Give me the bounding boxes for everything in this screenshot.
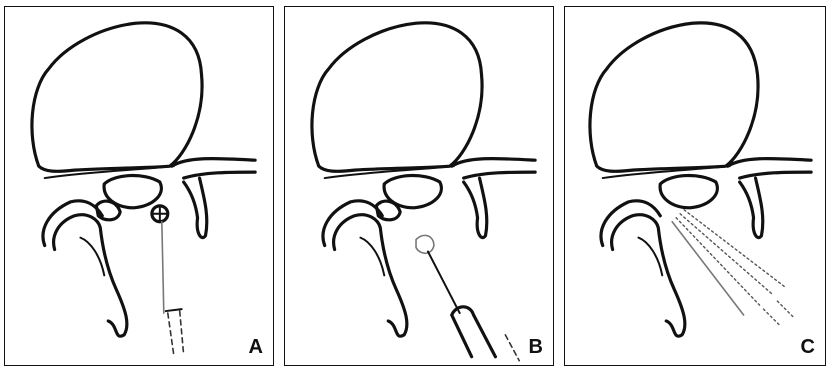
skull-vault [32,23,202,171]
instrument-tail-b [505,335,519,361]
instrument-shaft [428,252,460,314]
mandible [323,201,407,336]
panel-label-a: A [249,337,263,357]
ramus-inner [80,238,104,276]
instrument-line [162,222,164,313]
orbit [660,176,717,208]
panel-label-c: C [801,337,815,357]
trajectory-2 [680,214,773,295]
vertebra [728,159,811,238]
trajectory-1 [676,218,759,305]
mandible [43,201,127,336]
panel-b-drawing [285,7,553,365]
panel-c: C [564,6,826,366]
trajectory-3 [684,210,785,287]
panel-label-b: B [529,337,543,357]
instrument-tube-b [452,307,496,357]
panel-a: A [4,6,274,366]
ramus-inner [360,238,384,276]
skull-vault [590,23,758,171]
ramus-inner [638,238,662,276]
trajectory-4 [672,222,743,315]
trajectory-tail [763,301,793,325]
panel-a-drawing [5,7,273,365]
target-outline [416,235,434,253]
vertebra [172,159,255,238]
panel-c-drawing [565,7,825,365]
skull-vault [312,23,482,171]
vertebra [452,159,535,238]
instrument-tube-a [168,311,184,355]
panel-b: B [284,6,554,366]
